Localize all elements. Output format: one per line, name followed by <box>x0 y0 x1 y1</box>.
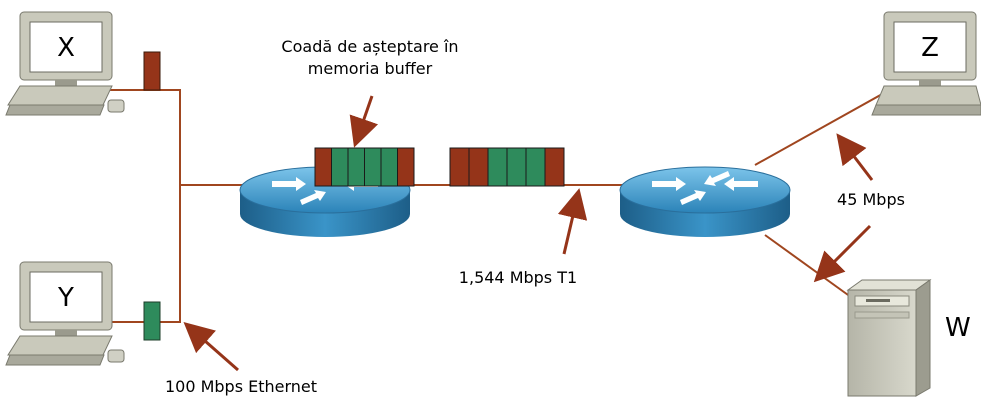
computer-z-label: Z <box>921 33 939 63</box>
t1-label: 1,544 Mbps T1 <box>459 268 577 287</box>
buffer-queue <box>314 147 415 187</box>
buffer-queue-packet <box>364 147 382 187</box>
computer-y[interactable]: Y <box>5 261 125 366</box>
router-2[interactable] <box>619 166 791 237</box>
computer-z[interactable]: Z <box>871 11 981 116</box>
buffer-queue-packet <box>331 147 349 187</box>
buffer-queue-packet <box>380 147 398 187</box>
link-router2-z <box>754 87 894 166</box>
link-queue-packet <box>544 147 565 187</box>
computer-y-label: Y <box>57 283 74 313</box>
ethernet-arrow <box>183 322 239 372</box>
ethernet-label: 100 Mbps Ethernet <box>165 377 317 396</box>
link-router2-w <box>764 234 856 301</box>
link-x <box>110 89 181 185</box>
link-queue-packet <box>506 147 527 187</box>
link-y <box>110 185 181 323</box>
packet-x <box>143 51 161 91</box>
packet-y <box>143 301 161 341</box>
link-queue-packet <box>449 147 470 187</box>
router-2-arrows-icon <box>652 171 758 205</box>
buffer-queue-packet <box>314 147 332 187</box>
queue-label-line1: Coadă de așteptare în <box>281 37 458 56</box>
queue-label-line2: memoria buffer <box>308 59 433 78</box>
link-queue-packet <box>525 147 546 187</box>
mbps45-arrow-up <box>836 133 874 181</box>
computer-x[interactable]: X <box>5 11 125 116</box>
server-w-label: W <box>945 313 971 343</box>
link-queue-packet <box>468 147 489 187</box>
link-queue <box>449 147 565 187</box>
server-w[interactable]: W <box>846 279 971 397</box>
buffer-arrow <box>349 95 379 148</box>
t1-arrow <box>557 188 588 255</box>
mbps45-arrow-down <box>813 224 872 283</box>
links <box>110 87 894 323</box>
buffer-queue-packet <box>397 147 415 187</box>
link-queue-packet <box>487 147 508 187</box>
computer-x-label: X <box>57 33 75 63</box>
buffer-queue-packet <box>347 147 365 187</box>
mbps45-label: 45 Mbps <box>837 190 905 209</box>
